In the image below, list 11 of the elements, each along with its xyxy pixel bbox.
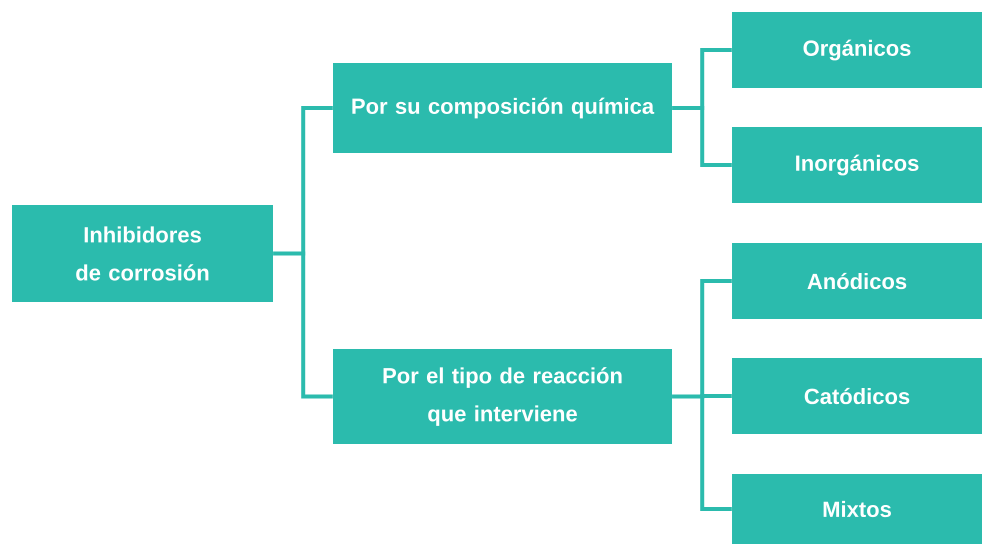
category-box: Catódicos bbox=[732, 358, 982, 434]
connector-line bbox=[672, 106, 732, 167]
connector-line bbox=[273, 252, 333, 398]
category-box: Anódicos bbox=[732, 243, 982, 319]
category-box: Inorgánicos bbox=[732, 127, 982, 203]
category-box: Mixtos bbox=[732, 474, 982, 544]
category-box: Por su composición química bbox=[333, 63, 672, 153]
category-box: Orgánicos bbox=[732, 12, 982, 88]
category-box: Por el tipo de reacción que interviene bbox=[333, 349, 672, 444]
category-box: Inhibidores de corrosión bbox=[12, 205, 273, 302]
connector-line bbox=[672, 394, 732, 511]
